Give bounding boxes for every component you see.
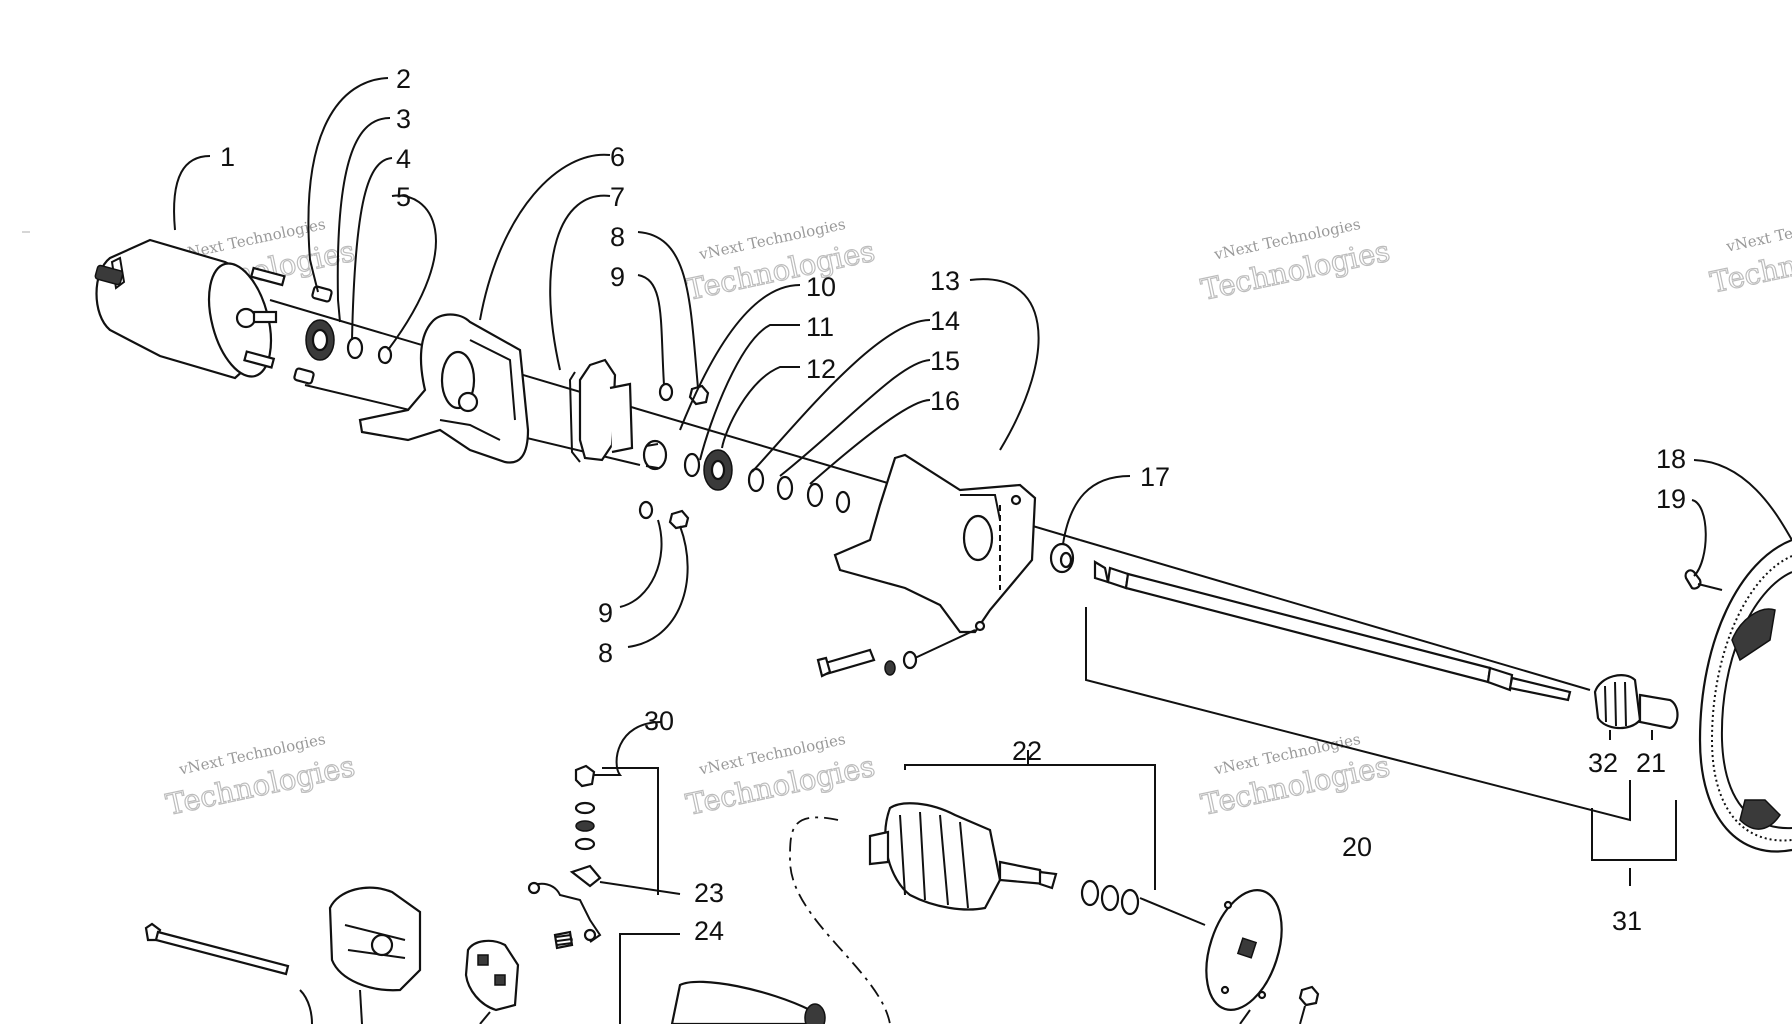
watermark-5: vNext Technologies Technologies [162, 730, 358, 822]
through-bolt [144, 922, 290, 976]
brush-holder [464, 939, 520, 1012]
gear-part-12 [703, 449, 733, 491]
leader-lines [173, 77, 1792, 1025]
armature-washers [1080, 879, 1140, 916]
drive-pinion-part-32 [1593, 674, 1642, 730]
callout-11: 11 [806, 312, 834, 342]
flywheel-ring-gear-part-18 [1698, 538, 1792, 853]
bolt-and-washers [816, 629, 976, 678]
clip-part-14 [747, 467, 765, 493]
callout-13: 13 [930, 266, 960, 296]
callout-1: 1 [220, 142, 235, 172]
watermark-text: vNext Technologies [1724, 207, 1792, 256]
callout-16: 16 [930, 386, 960, 416]
callout-20: 20 [1342, 832, 1372, 862]
washer-part-9-top [658, 382, 674, 402]
callout-30: 30 [644, 706, 674, 736]
front-bracket-part-6 [358, 313, 530, 464]
callout-31: 31 [1612, 906, 1642, 936]
callout-32: 32 [1588, 748, 1618, 778]
nut-part-30 [574, 764, 596, 788]
watermark-6: vNext Technologies Technologies [682, 730, 878, 822]
callout-3: 3 [396, 104, 411, 134]
watermark-3: vNext Technologies Technologies [1197, 215, 1393, 307]
drive-end-part-21 [1638, 693, 1679, 730]
callout-19: 19 [1656, 484, 1686, 514]
washer-part-9-bottom [638, 500, 654, 520]
nut-part-8-top [688, 384, 710, 406]
callout-18: 18 [1656, 444, 1686, 474]
bushing-part-17 [1049, 542, 1075, 574]
assembly-dashed-path [789, 816, 891, 1025]
field-frame [670, 980, 826, 1029]
starter-motor-part-1 [94, 238, 286, 380]
callout-7: 7 [610, 182, 625, 212]
clip-part-5 [377, 345, 393, 365]
callout-6: 6 [610, 142, 625, 172]
callout-14: 14 [930, 306, 960, 336]
callout-23: 23 [694, 878, 724, 908]
ring-part-15 [776, 475, 794, 501]
mounting-bracket-part-13 [833, 453, 1037, 634]
callout-22: 22 [1012, 736, 1042, 766]
callout-9-bottom: 9 [598, 598, 613, 628]
armature-part-22 [868, 802, 1058, 911]
washer-stack [574, 801, 596, 851]
pinion-gear-part-2 [293, 285, 335, 385]
callout-4: 4 [396, 144, 411, 174]
callout-10: 10 [806, 272, 836, 302]
watermark-4: vNext Technologies Technologies [1707, 207, 1792, 300]
end-plate [1205, 889, 1283, 1011]
callout-12: 12 [806, 354, 836, 384]
callout-8-top: 8 [610, 222, 625, 252]
callout-9-top: 9 [610, 262, 625, 292]
callout-17: 17 [1140, 462, 1170, 492]
watermark-2: vNext Technologies Technologies [682, 215, 878, 307]
washer-part-16 [806, 482, 824, 508]
spring-part-24b [553, 930, 574, 950]
callout-24: 24 [694, 916, 724, 946]
nut-bottom-right [1298, 985, 1320, 1007]
callout-21: 21 [1636, 748, 1666, 778]
callout-5: 5 [396, 182, 411, 212]
ring-extra [835, 490, 851, 514]
ring-part-11 [683, 452, 701, 478]
commutator-end-cover [328, 886, 422, 992]
watermark-7: vNext Technologies Technologies [1197, 730, 1393, 822]
bushing-part-10 [642, 439, 668, 471]
washer-part-4 [346, 336, 364, 360]
callout-2: 2 [396, 64, 411, 94]
intermediate-housing-part-7 [568, 358, 634, 463]
callout-8-bottom: 8 [598, 638, 613, 668]
callout-labels: 1 2 3 4 5 6 7 8 9 10 11 12 13 14 15 16 1… [220, 64, 1686, 946]
drive-shaft-part-20 [1093, 560, 1572, 702]
nut-part-8-bottom [668, 509, 690, 530]
rivet-part-19 [1684, 569, 1723, 591]
callout-15: 15 [930, 346, 960, 376]
